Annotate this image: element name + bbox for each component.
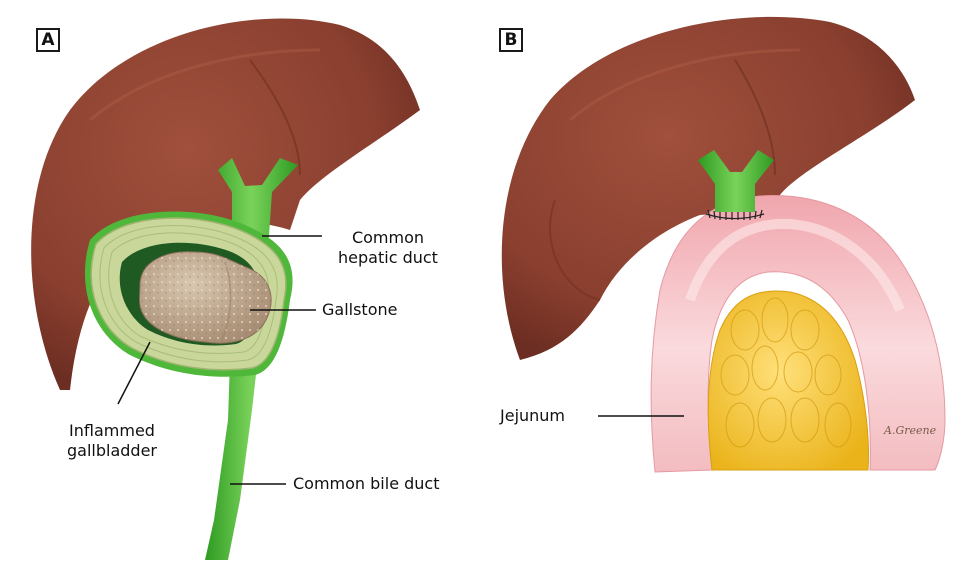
label-common-hepatic-duct-line2: hepatic duct	[318, 248, 458, 268]
label-gallstone: Gallstone	[322, 300, 397, 320]
label-common-hepatic-duct: Common hepatic duct	[318, 228, 458, 268]
label-common-hepatic-duct-line1: Common	[318, 228, 458, 248]
label-jejunum: Jejunum	[500, 406, 565, 426]
label-inflamed-gallbladder-line2: gallbladder	[52, 441, 172, 461]
label-common-bile-duct: Common bile duct	[293, 474, 440, 494]
panel-tag-b: B	[499, 28, 523, 52]
label-inflamed-gallbladder: Inflammed gallbladder	[52, 421, 172, 461]
label-inflamed-gallbladder-line1: Inflammed	[52, 421, 172, 441]
panel-b-drawing	[502, 17, 945, 472]
panel-tag-a: A	[36, 28, 60, 52]
artist-signature: A.Greene	[884, 424, 936, 437]
